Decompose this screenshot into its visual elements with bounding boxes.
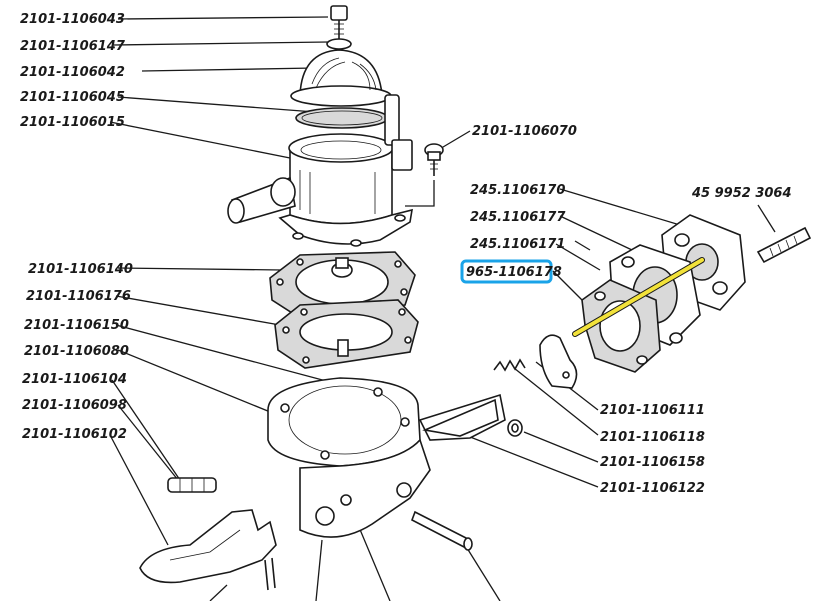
top-bolt bbox=[330, 5, 348, 40]
label-45-9952-3064: 45 9952 3064 bbox=[691, 186, 792, 201]
label-2101-1106140: 2101-1106140 bbox=[28, 262, 133, 277]
label-2101-1106158: 2101-1106158 bbox=[600, 455, 705, 470]
label-highlight-box bbox=[460, 259, 553, 284]
part-labels: 2101-1106043 2101-1106147 2101-1106042 2… bbox=[20, 12, 792, 496]
label-2101-1106104: 2101-1106104 bbox=[22, 372, 127, 387]
pump-body-lower bbox=[267, 377, 506, 538]
label-2101-1106042: 2101-1106042 bbox=[20, 65, 125, 80]
label-2101-1106102: 2101-1106102 bbox=[22, 427, 127, 442]
filter-screen bbox=[295, 107, 389, 129]
label-965-1106178: 965-1106178 bbox=[466, 265, 562, 280]
lever-pin-bushing bbox=[167, 477, 217, 493]
cam-lever bbox=[539, 334, 578, 389]
label-2101-1106015: 2101-1106015 bbox=[20, 115, 125, 130]
label-2101-1106070: 2101-1106070 bbox=[472, 124, 577, 139]
label-2101-1106147: 2101-1106147 bbox=[20, 39, 126, 54]
return-spring bbox=[493, 358, 526, 372]
label-245-1106177: 245.1106177 bbox=[470, 210, 566, 225]
guide-pin bbox=[572, 257, 705, 337]
label-2101-1106045: 2101-1106045 bbox=[20, 90, 125, 105]
label-245-1106170: 245.1106170 bbox=[470, 183, 565, 198]
label-2101-1106043: 2101-1106043 bbox=[20, 12, 125, 27]
guide-pin-highlight bbox=[573, 258, 704, 336]
label-2101-1106176: 2101-1106176 bbox=[26, 289, 131, 304]
label-2101-1106111: 2101-1106111 bbox=[600, 403, 705, 418]
stud-bolt bbox=[756, 226, 812, 264]
side-screw bbox=[405, 143, 444, 207]
label-2101-1106118: 2101-1106118 bbox=[600, 430, 705, 445]
label-2101-1106150: 2101-1106150 bbox=[24, 318, 129, 333]
label-2101-1106122: 2101-1106122 bbox=[600, 481, 705, 496]
pushrod bbox=[411, 510, 473, 551]
diaphragm-lower bbox=[274, 299, 419, 369]
lever-arm bbox=[139, 509, 277, 591]
cover-dome bbox=[290, 49, 392, 107]
washer bbox=[326, 38, 352, 50]
label-2101-1106098: 2101-1106098 bbox=[22, 398, 127, 413]
small-washer bbox=[507, 419, 523, 437]
label-2101-1106080: 2101-1106080 bbox=[24, 344, 129, 359]
pump-body-upper bbox=[227, 94, 413, 247]
label-245-1106171: 245.1106171 bbox=[470, 237, 565, 252]
